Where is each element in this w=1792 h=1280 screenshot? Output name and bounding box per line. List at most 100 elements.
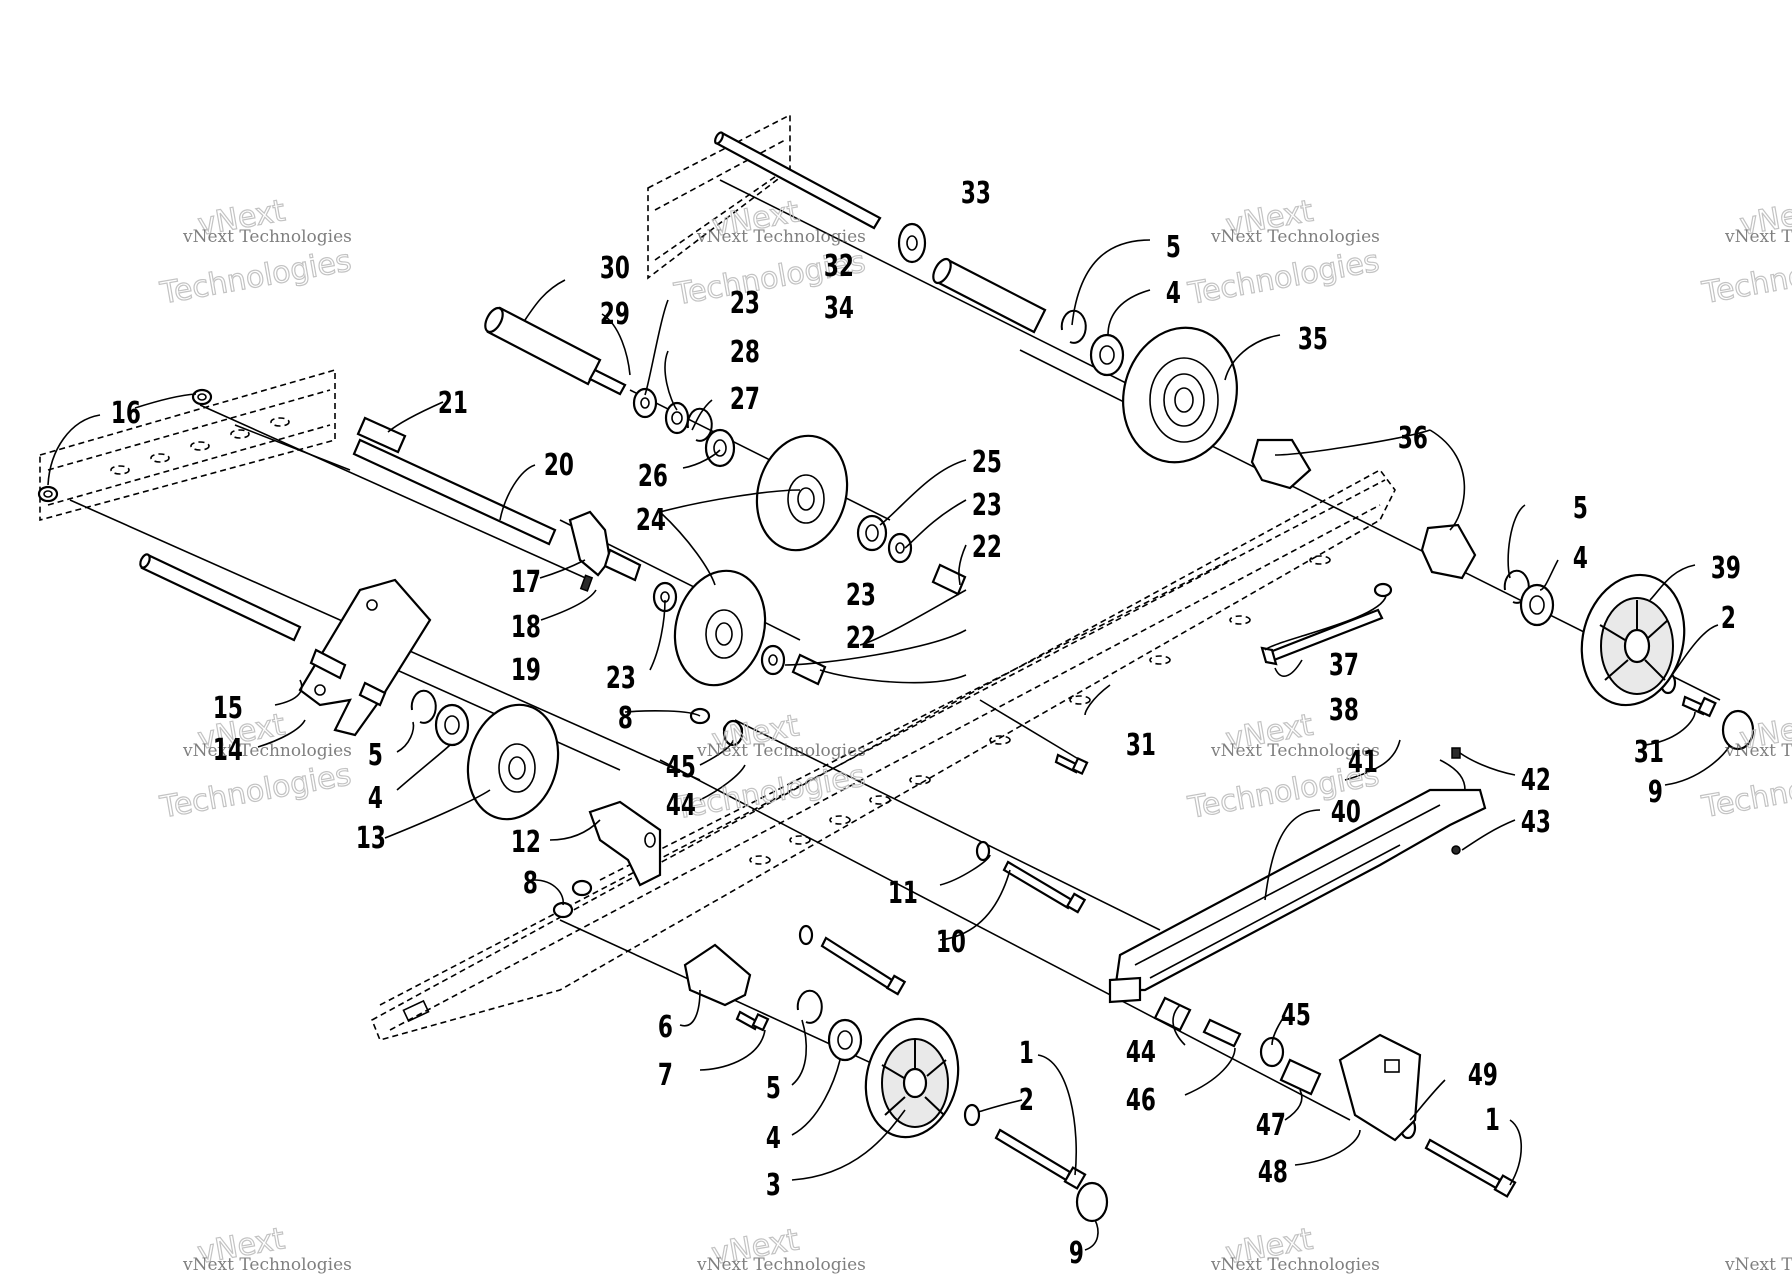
- watermark-caption: vNext Technologies: [182, 741, 352, 761]
- wheel-13: [466, 703, 560, 821]
- slide-rail-40: [1108, 788, 1487, 1032]
- bolts-10: [820, 860, 1087, 996]
- callout-8: 8: [618, 702, 633, 736]
- watermark-tech: Technologies: [157, 757, 354, 825]
- callout-5: 5: [766, 1072, 781, 1106]
- callout-10: 10: [936, 926, 966, 960]
- watermark-tech: Technologies: [157, 243, 354, 311]
- callout-43: 43: [1521, 806, 1551, 840]
- callout-44: 44: [666, 789, 696, 823]
- callout-5: 5: [1573, 492, 1588, 526]
- watermark-caption: vNext Technologies: [182, 227, 352, 247]
- callout-28: 28: [730, 336, 760, 370]
- callout-1: 1: [1019, 1037, 1034, 1071]
- callout-4: 4: [1573, 542, 1588, 576]
- small-hardware: [37, 222, 1755, 1223]
- callout-21: 21: [438, 387, 468, 421]
- callout-3: 3: [766, 1169, 781, 1203]
- shaft-20: [352, 416, 557, 546]
- callout-23: 23: [606, 662, 636, 696]
- arm-14: [298, 578, 432, 737]
- watermark-caption: vNext Technologies: [696, 741, 866, 761]
- callout-16: 16: [111, 397, 141, 431]
- main-rail: [370, 468, 1396, 1041]
- shaft-32: [714, 131, 882, 230]
- callout-30: 30: [600, 252, 630, 286]
- callout-14: 14: [213, 734, 243, 768]
- callout-23: 23: [846, 579, 876, 613]
- callout-25: 25: [972, 446, 1002, 480]
- callout-1: 1: [1485, 1104, 1500, 1138]
- callout-7: 7: [658, 1059, 673, 1093]
- watermark-tech: Technologies: [1699, 757, 1792, 825]
- callout-4: 4: [1166, 277, 1181, 311]
- watermark-caption: vNext Technologies: [1724, 1255, 1792, 1275]
- callout-9: 9: [1069, 1237, 1084, 1271]
- arm-17: [568, 510, 642, 582]
- callout-6: 6: [658, 1011, 673, 1045]
- callout-15: 15: [213, 692, 243, 726]
- bolts-1: [994, 1128, 1517, 1198]
- callout-8: 8: [523, 867, 538, 901]
- callout-22: 22: [846, 622, 876, 656]
- callout-44: 44: [1126, 1036, 1156, 1070]
- leader-lines: [47, 239, 1731, 1251]
- callout-19: 19: [511, 654, 541, 688]
- callout-2: 2: [1019, 1084, 1034, 1118]
- callout-4: 4: [766, 1122, 781, 1156]
- watermark-caption: vNext Technologies: [1724, 741, 1792, 761]
- watermark-caption: vNext Technologies: [1210, 1255, 1380, 1275]
- callout-36: 36: [1398, 422, 1428, 456]
- callout-12: 12: [511, 826, 541, 860]
- watermark-caption: vNext Technologies: [1210, 227, 1380, 247]
- callout-2: 2: [1721, 602, 1736, 636]
- callout-49: 49: [1468, 1059, 1498, 1093]
- callout-47: 47: [1256, 1109, 1286, 1143]
- callout-5: 5: [1166, 231, 1181, 265]
- callout-45: 45: [666, 751, 696, 785]
- callout-48: 48: [1258, 1156, 1288, 1190]
- callout-4: 4: [368, 782, 383, 816]
- callout-35: 35: [1298, 323, 1328, 357]
- callout-23: 23: [972, 489, 1002, 523]
- watermark-caption: vNext Technologies: [696, 1255, 866, 1275]
- callout-24: 24: [636, 504, 666, 538]
- callout-42: 42: [1521, 764, 1551, 798]
- shaft-15: [139, 553, 302, 642]
- callout-9: 9: [1648, 776, 1663, 810]
- watermark-caption: vNext Technologies: [1724, 227, 1792, 247]
- callout-22: 22: [972, 531, 1002, 565]
- callout-26: 26: [638, 460, 668, 494]
- callout-20: 20: [544, 449, 574, 483]
- callout-41: 41: [1348, 746, 1378, 780]
- block-6: [683, 943, 752, 1007]
- callout-37: 37: [1329, 649, 1359, 683]
- callout-38: 38: [1329, 694, 1359, 728]
- callout-23: 23: [730, 287, 760, 321]
- spacer-34: [932, 257, 1047, 334]
- callout-27: 27: [730, 383, 760, 417]
- callout-5: 5: [368, 739, 383, 773]
- callout-13: 13: [356, 822, 386, 856]
- watermark-tech: Technologies: [1699, 243, 1792, 311]
- callout-31: 31: [1126, 729, 1156, 763]
- wheel-3: [864, 1017, 960, 1139]
- callout-17: 17: [511, 566, 541, 600]
- callout-18: 18: [511, 611, 541, 645]
- callout-11: 11: [888, 877, 918, 911]
- watermark-caption: vNext Technologies: [182, 1255, 352, 1275]
- callout-46: 46: [1126, 1084, 1156, 1118]
- shaft-30: [484, 306, 627, 396]
- bolt-38: [1260, 608, 1384, 666]
- callout-34: 34: [824, 292, 854, 326]
- callout-labels: 16 21 20 30 29 23 28 27 26 24 17 18 19 2…: [111, 177, 1741, 1271]
- wheel-24-upper: [755, 434, 849, 552]
- callout-45: 45: [1281, 999, 1311, 1033]
- wheel-35: [1122, 326, 1238, 464]
- block-12: [588, 800, 662, 887]
- callout-40: 40: [1331, 796, 1361, 830]
- watermark-caption: vNext Technologies: [1210, 741, 1380, 761]
- axle-cap-36: [1250, 438, 1477, 580]
